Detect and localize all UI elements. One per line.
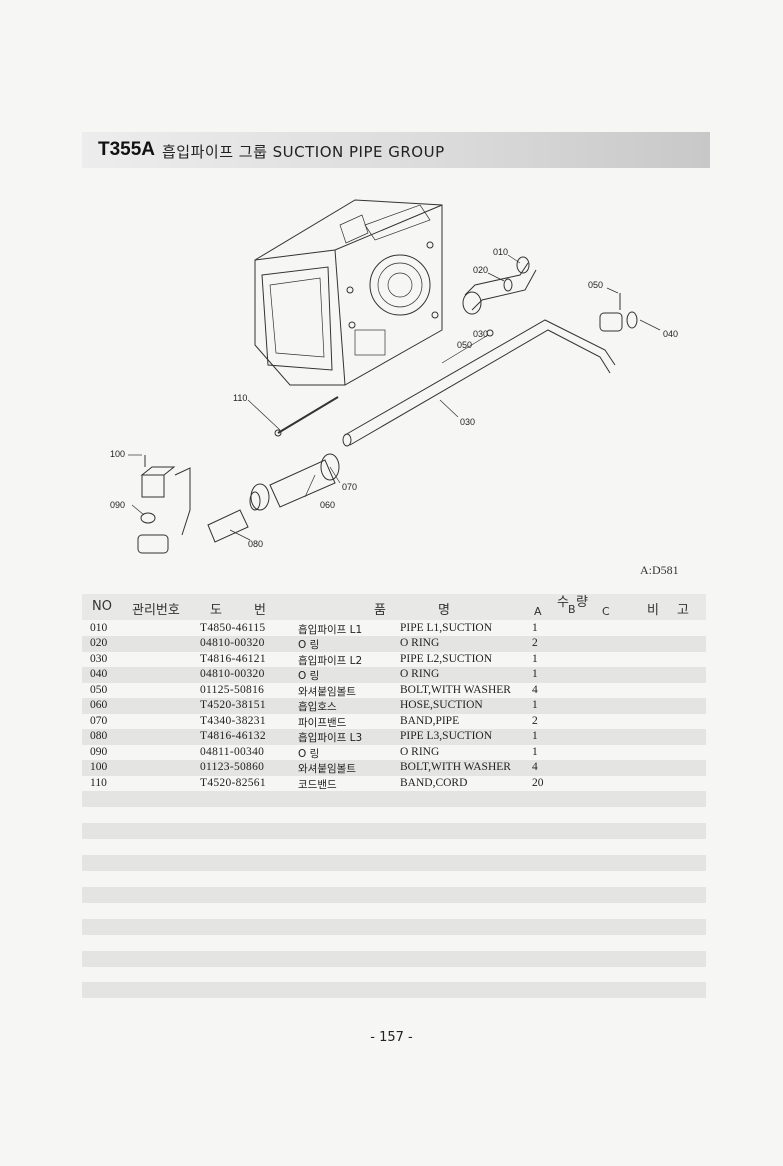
table-row: 030 T4816-46121 흡입파이프 L2 PIPE L2,SUCTION…	[90, 653, 538, 667]
table-row: 050 01125-50816 와셔붙임볼트 BOLT,WITH WASHER …	[90, 684, 538, 698]
callout-050-b: 050	[588, 280, 603, 290]
transmission-housing	[254, 199, 443, 386]
row-stripe	[82, 982, 706, 998]
callout-100: 100	[110, 449, 125, 459]
row-stripe	[82, 919, 706, 935]
table-row: 100 01123-50860 와셔붙임볼트 BOLT,WITH WASHER …	[90, 761, 538, 775]
row-stripe	[82, 855, 706, 871]
row-stripe	[82, 887, 706, 903]
callout-070: 070	[342, 482, 357, 492]
row-stripe	[82, 729, 706, 745]
pipe-l1	[462, 256, 537, 337]
callout-090: 090	[110, 500, 125, 510]
pipe-l3	[137, 455, 249, 554]
row-stripe	[82, 667, 706, 683]
row-stripe	[82, 636, 706, 652]
header-col-a: A	[534, 605, 542, 618]
cord-band	[274, 396, 339, 437]
table-row: 010 T4850-46115 흡입파이프 L1 PIPE L1,SUCTION…	[90, 622, 538, 636]
header-qty-su: 수	[557, 595, 569, 610]
callout-110: 110	[233, 393, 247, 403]
title-banner: T355A 흡입파이프 그룹 SUCTION PIPE GROUP	[82, 132, 710, 168]
header-qty-ryang: 량	[576, 595, 588, 610]
pipe-l2	[342, 293, 638, 447]
callout-020: 020	[473, 265, 488, 275]
callout-060: 060	[320, 500, 335, 510]
callout-080: 080	[248, 539, 263, 549]
diagram-reference: A:D581	[640, 563, 679, 577]
suction-hose	[249, 453, 340, 511]
table-row: 090 04811-00340 O 링 O RING 1	[90, 746, 538, 760]
row-stripe	[82, 760, 706, 776]
table-row: 070 T4340-38231 파이프밴드 BAND,PIPE 2	[90, 715, 538, 729]
callout-030: 030	[473, 329, 488, 339]
group-title: 흡입파이프 그룹 SUCTION PIPE GROUP	[162, 143, 445, 161]
leader-lines	[128, 254, 661, 541]
callout-050-a: 050	[457, 340, 472, 350]
page-number: - 157 -	[370, 1030, 413, 1045]
table-row: 080 T4816-46132 흡입파이프 L3 PIPE L3,SUCTION…	[90, 730, 538, 744]
header-col-c: C	[602, 605, 610, 618]
table-row: 040 04810-00320 O 링 O RING 1	[90, 668, 538, 682]
header-remarks-go: 고	[677, 603, 689, 618]
row-stripe	[82, 951, 706, 967]
header-drawing: 도	[210, 603, 222, 618]
group-code: T355A	[98, 139, 156, 160]
exploded-parts-diagram: 010 020 030 050 050 040 030 070 060 080 …	[110, 199, 678, 554]
header-name: 명	[438, 603, 450, 618]
header-remarks-bi: 비	[647, 603, 659, 618]
table-header: NO 관리번호 도 번 품 명 수 량 A B C 비 고	[82, 594, 706, 620]
row-stripe	[82, 698, 706, 714]
header-item: 품	[374, 603, 386, 618]
table-row: 110 T4520-82561 코드밴드 BAND,CORD 20	[90, 777, 544, 791]
header-col-b: B	[568, 603, 576, 616]
header-number: 번	[254, 603, 266, 618]
callout-030-main: 030	[460, 417, 475, 427]
header-no: NO	[92, 599, 112, 614]
table-row: 060 T4520-38151 흡입호스 HOSE,SUCTION 1	[90, 699, 538, 713]
table-row: 020 04810-00320 O 링 O RING 2	[90, 637, 538, 651]
header-mgmt-no: 관리번호	[132, 603, 180, 618]
row-stripe	[82, 791, 706, 807]
callout-010: 010	[493, 247, 508, 257]
row-stripe	[82, 823, 706, 839]
callout-040: 040	[663, 329, 678, 339]
